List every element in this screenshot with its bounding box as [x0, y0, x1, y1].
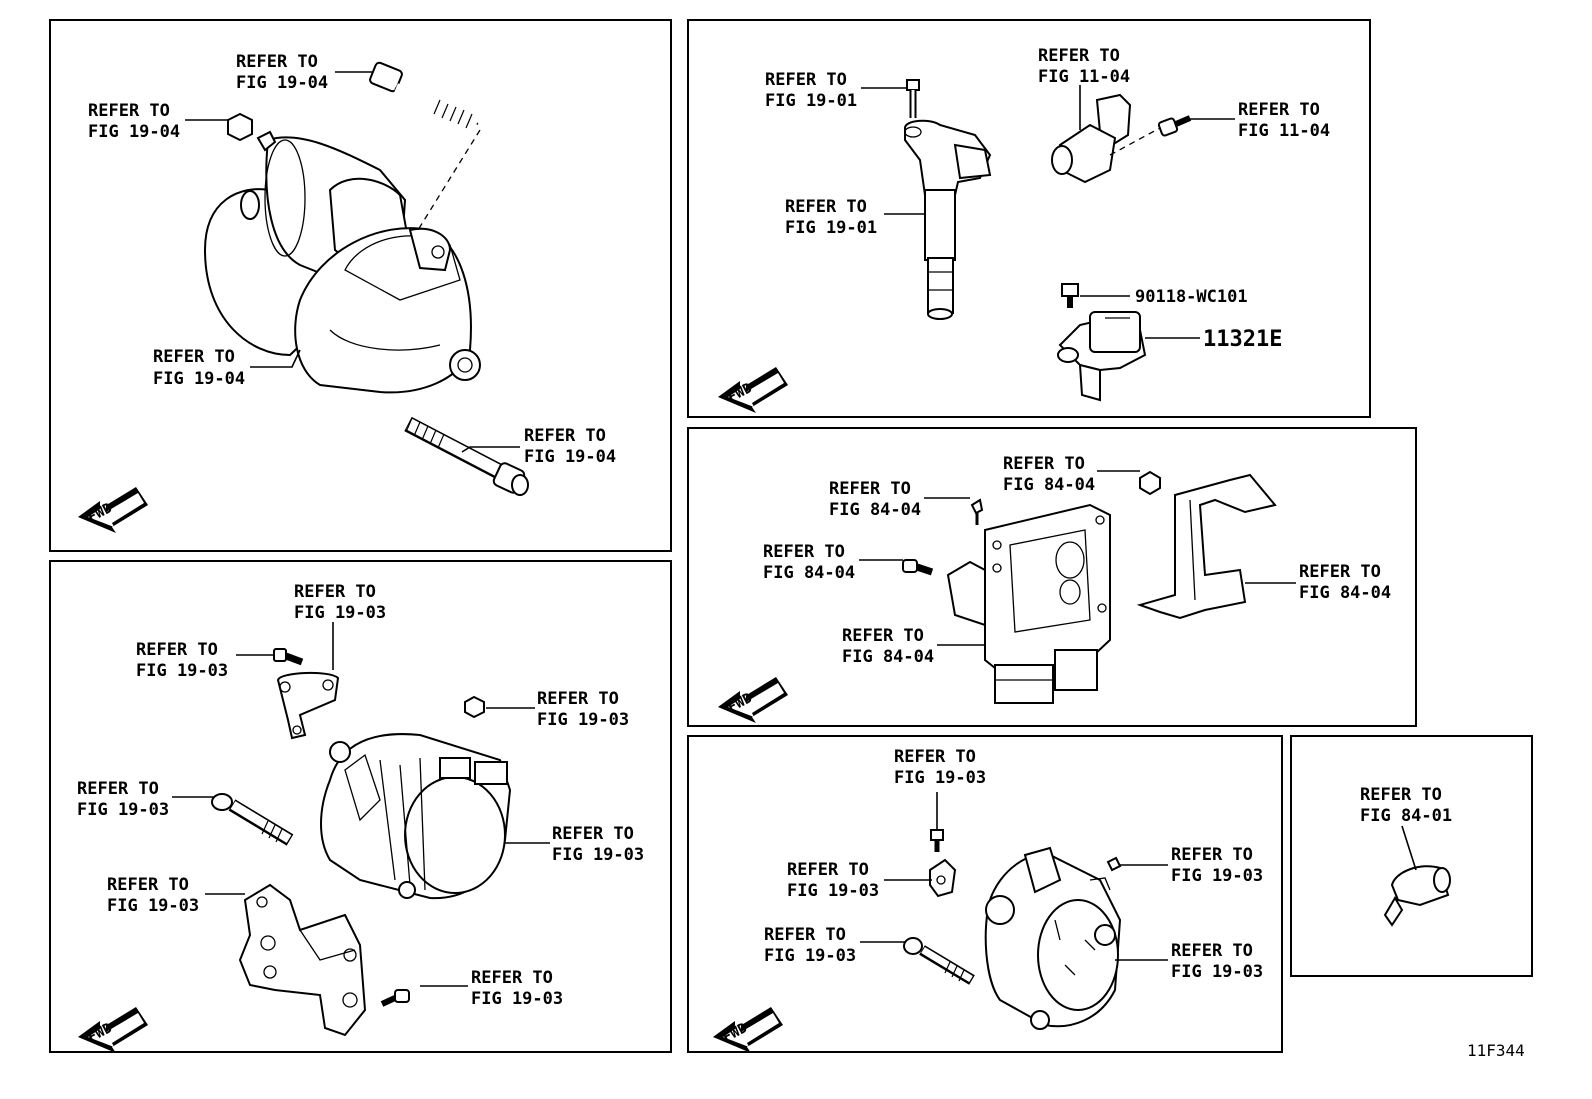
label-ecu-bolt-2: FIG 84-04 — [763, 563, 855, 583]
ecu-drawing — [859, 470, 1296, 704]
starter-lower-bolt — [404, 416, 529, 496]
starter-labels: REFER TO FIG 19-04 REFER TO FIG 19-04 RE… — [88, 52, 616, 467]
label-ign-bolt-2: FIG 19-01 — [765, 91, 857, 111]
label-altl-mount-1: REFER TO — [107, 875, 189, 895]
label-altl-alternator-1: REFER TO — [552, 824, 634, 844]
label-starter-nut-2: FIG 19-04 — [88, 122, 180, 142]
label-starter-bolt-1: REFER TO — [524, 426, 606, 446]
label-crank-bolt-1: REFER TO — [1238, 100, 1320, 120]
label-altr-nut-1: REFER TO — [1171, 845, 1253, 865]
label-altl-mountbolt-1: REFER TO — [471, 968, 553, 988]
ignition-coil-drawing — [861, 79, 992, 320]
label-switch-1: REFER TO — [1360, 785, 1442, 805]
label-ecu-nut-2: FIG 84-04 — [1003, 475, 1095, 495]
label-altr-bolt-2: FIG 19-03 — [894, 768, 986, 788]
label-altl-bracket-1: REFER TO — [294, 582, 376, 602]
alternator-right-drawing — [860, 792, 1168, 1030]
label-ecu-screw-1: REFER TO — [829, 479, 911, 499]
label-starter-nut-1: REFER TO — [88, 101, 170, 121]
pressure-switch-drawing — [1383, 825, 1451, 927]
label-altl-nut-1: REFER TO — [537, 689, 619, 709]
crank-sensor-drawing — [1051, 85, 1235, 184]
label-ign-bolt-1: REFER TO — [765, 70, 847, 90]
label-ecu-body-2: FIG 84-04 — [842, 647, 934, 667]
label-starter-body-2: FIG 19-04 — [153, 369, 245, 389]
label-altr-bolt-1: REFER TO — [894, 747, 976, 767]
label-altl-bolt-1: REFER TO — [136, 640, 218, 660]
ignition-labels: REFER TO FIG 19-01 REFER TO FIG 19-01 RE… — [765, 46, 1330, 352]
label-crank-sensor-1: REFER TO — [1038, 46, 1120, 66]
label-starter-bolt-2: FIG 19-04 — [524, 447, 616, 467]
label-altl-mountbolt-2: FIG 19-03 — [471, 989, 563, 1009]
label-altl-longbolt-2: FIG 19-03 — [77, 800, 169, 820]
label-altl-alternator-2: FIG 19-03 — [552, 845, 644, 865]
label-altl-longbolt-1: REFER TO — [77, 779, 159, 799]
label-ign-coil-2: FIG 19-01 — [785, 218, 877, 238]
panel-alternator-right — [687, 735, 1283, 1053]
label-switch-2: FIG 84-01 — [1360, 806, 1452, 826]
label-part-90118-WC101: 90118-WC101 — [1135, 287, 1248, 307]
diagram-code: 11F344 — [1467, 1041, 1525, 1060]
label-ecu-nut-1: REFER TO — [1003, 454, 1085, 474]
label-starter-top-2: FIG 19-04 — [236, 73, 328, 93]
label-altl-bracket-2: FIG 19-03 — [294, 603, 386, 623]
starter-upper-bolt — [369, 61, 481, 231]
alternator-left-labels: REFER TO FIG 19-03 REFER TO FIG 19-03 RE… — [77, 582, 644, 1009]
label-starter-body-1: REFER TO — [153, 347, 235, 367]
label-altr-bracket-1: REFER TO — [787, 860, 869, 880]
starter-motor-drawing — [185, 61, 529, 496]
label-altl-mount-2: FIG 19-03 — [107, 896, 199, 916]
label-altr-nut-2: FIG 19-03 — [1171, 866, 1263, 886]
label-ecu-screw-2: FIG 84-04 — [829, 500, 921, 520]
label-ecu-bracket-1: REFER TO — [1299, 562, 1381, 582]
label-altr-alternator-2: FIG 19-03 — [1171, 962, 1263, 982]
cam-sensor-drawing — [1057, 283, 1200, 402]
starter-nut — [227, 112, 253, 142]
switch-labels: REFER TO FIG 84-01 — [1360, 785, 1452, 826]
label-altr-bracket-2: FIG 19-03 — [787, 881, 879, 901]
label-ign-coil-1: REFER TO — [785, 197, 867, 217]
label-altr-alternator-1: REFER TO — [1171, 941, 1253, 961]
label-altr-longbolt-2: FIG 19-03 — [764, 946, 856, 966]
label-altl-bolt-2: FIG 19-03 — [136, 661, 228, 681]
label-starter-top-1: REFER TO — [236, 52, 318, 72]
label-altl-nut-2: FIG 19-03 — [537, 710, 629, 730]
label-crank-bolt-2: FIG 11-04 — [1238, 121, 1330, 141]
label-altr-longbolt-1: REFER TO — [764, 925, 846, 945]
label-ecu-bracket-2: FIG 84-04 — [1299, 583, 1391, 603]
label-part-11321E: 11321E — [1203, 327, 1282, 352]
panel-ignition — [687, 19, 1371, 418]
label-ecu-bolt-1: REFER TO — [763, 542, 845, 562]
alternator-left-drawing — [172, 622, 550, 1037]
label-ecu-body-1: REFER TO — [842, 626, 924, 646]
alternator-right-labels: REFER TO FIG 19-03 REFER TO FIG 19-03 RE… — [764, 747, 1263, 982]
ecu-labels: REFER TO FIG 84-04 REFER TO FIG 84-04 RE… — [763, 454, 1391, 667]
label-crank-sensor-2: FIG 11-04 — [1038, 67, 1130, 87]
